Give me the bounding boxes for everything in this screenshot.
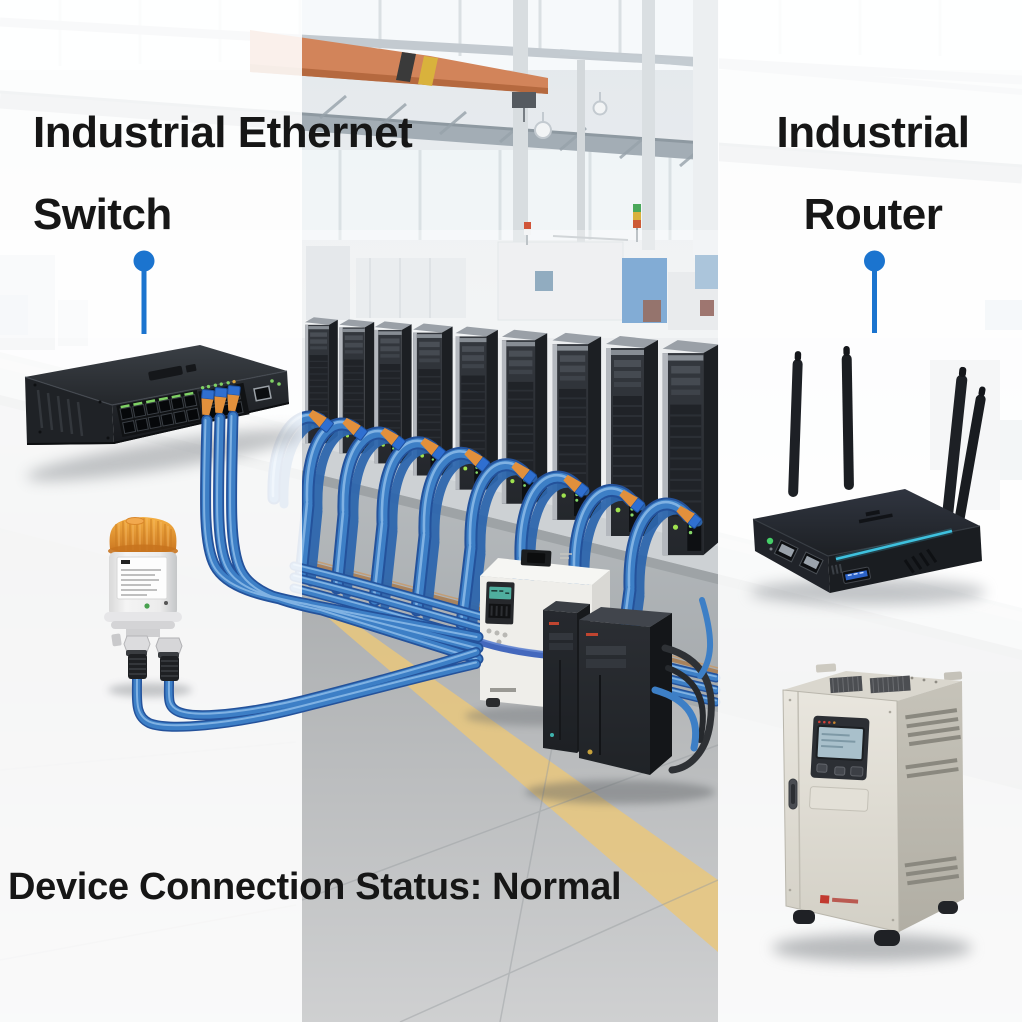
router-label: Industrial Router [728,92,1018,256]
white-overlay-left [0,0,302,1022]
crane-beam [250,30,548,122]
router-label-line1: Industrial [776,108,970,157]
industrial-router-illustration [752,346,986,593]
router-led [766,537,774,545]
switch-label: Industrial Ethernet Switch [33,92,503,256]
callout-switch [133,250,155,334]
highbay-lamp [592,100,608,116]
router-shadow [750,579,986,605]
switch-label-line1: Industrial Ethernet [33,108,413,157]
router-usb-port [841,566,871,584]
pc-towers-illustration [525,601,715,804]
cable-gland [123,635,183,681]
switch-logo [148,363,197,381]
sensor-shadow [108,683,192,697]
callout-router [864,250,885,333]
pc-cables [651,597,715,774]
status-label: Device Connection Status: Normal [8,866,622,908]
ups-side-vents [904,708,961,886]
sensor-illustration [104,517,183,681]
ups-top-vents [829,675,911,694]
router-accent-stripe [835,529,953,561]
ups-shadow [772,934,972,962]
switch-sfp-port [253,385,272,402]
switch-port-block [116,389,203,438]
ups-cabinet-illustration [782,663,964,946]
yellow-floor-stripe [305,598,718,952]
highbay-lamp [534,121,552,139]
switch-label-line2: Switch [33,190,172,239]
ups-control-panel [810,715,870,781]
router-logo [858,509,893,524]
router-label-line2: Router [803,190,943,239]
sensor-label [116,556,168,600]
ups-logo [819,894,859,904]
control-box-panel [485,581,515,625]
